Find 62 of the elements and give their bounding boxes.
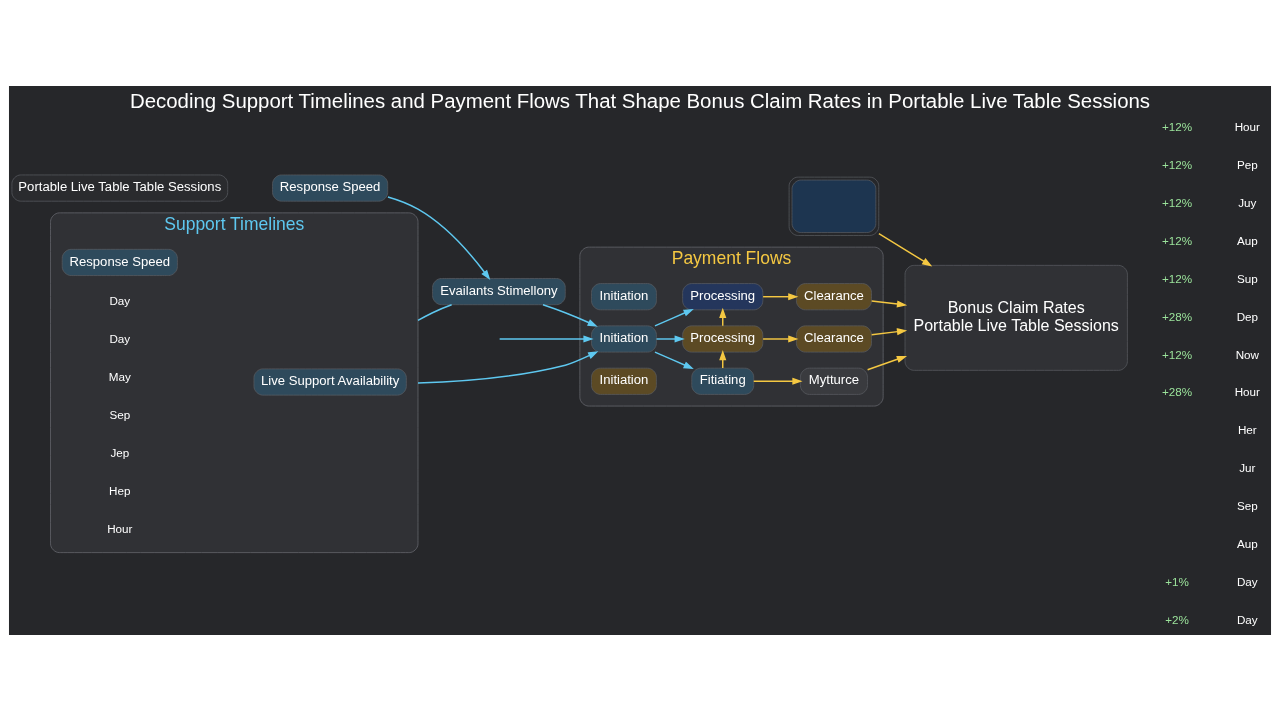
arrow — [654, 350, 694, 369]
node-box: Live Support Availability — [253, 368, 407, 395]
label: Hep — [109, 483, 131, 497]
connector — [417, 303, 453, 321]
label: Dep — [1236, 309, 1259, 323]
label: Aup — [1236, 233, 1258, 247]
label: Pep — [1236, 157, 1258, 171]
label: +12% — [1161, 195, 1193, 209]
node-box: Clearance — [796, 282, 872, 310]
node-box: Portable Live Table Table Sessions — [11, 174, 229, 202]
arrow — [762, 334, 799, 343]
node-box: Clearance — [796, 325, 872, 352]
arrow — [866, 355, 908, 370]
label: +28% — [1161, 384, 1193, 398]
label: Her — [1237, 422, 1257, 436]
label: May — [108, 369, 131, 383]
label: Hour — [1234, 384, 1260, 398]
label: Day — [1236, 612, 1258, 626]
arrow — [417, 350, 599, 384]
node-box: Processing — [682, 282, 764, 310]
label: Now — [1235, 347, 1259, 361]
node-box: Processing — [682, 325, 764, 352]
node-box: Initiation — [591, 325, 657, 352]
label: Day — [109, 293, 131, 307]
node-box: Initiation — [591, 282, 657, 310]
arrow — [870, 299, 908, 308]
arrow — [542, 303, 598, 327]
label: Sep — [109, 407, 131, 421]
arrow — [655, 334, 685, 343]
label: +12% — [1161, 233, 1193, 247]
arrow — [387, 195, 491, 280]
diagram-title: Decoding Support Timelines and Payment Flows That Shape Bonus Claim Rates in Portable Live Table Sessions — [129, 89, 1151, 112]
node-box: Evailants Stimellony — [432, 277, 566, 305]
arrow — [762, 292, 799, 300]
node-box: Mytturce — [800, 367, 868, 395]
label: +12% — [1161, 347, 1193, 361]
label: Hour — [1234, 119, 1260, 133]
node-box: Response Speed — [61, 248, 178, 276]
label: +1% — [1165, 574, 1189, 588]
label: Hour — [107, 521, 133, 535]
arrow — [654, 308, 694, 327]
label: +12% — [1161, 271, 1193, 285]
label: +28% — [1161, 309, 1193, 323]
node-box: Bonus Claim Rates Portable Live Table Sessions — [904, 264, 1128, 371]
label: Jep — [110, 445, 130, 459]
arrow — [753, 377, 803, 385]
label: Day — [109, 331, 131, 345]
arrow — [878, 232, 933, 266]
node-box: Fitiating — [691, 367, 755, 395]
arrow — [498, 334, 594, 343]
label: +2% — [1165, 612, 1189, 626]
label: Day — [1236, 574, 1258, 588]
label: Aup — [1236, 536, 1258, 550]
node-box: Initiation — [591, 367, 657, 395]
label: Sup — [1236, 271, 1258, 285]
node-box: Response Speed — [272, 174, 389, 202]
label: +12% — [1161, 157, 1193, 171]
label: +12% — [1161, 119, 1193, 133]
arrow — [870, 327, 908, 335]
label: Jur — [1239, 460, 1256, 474]
label: Sep — [1236, 498, 1258, 512]
label: Juy — [1238, 195, 1257, 209]
